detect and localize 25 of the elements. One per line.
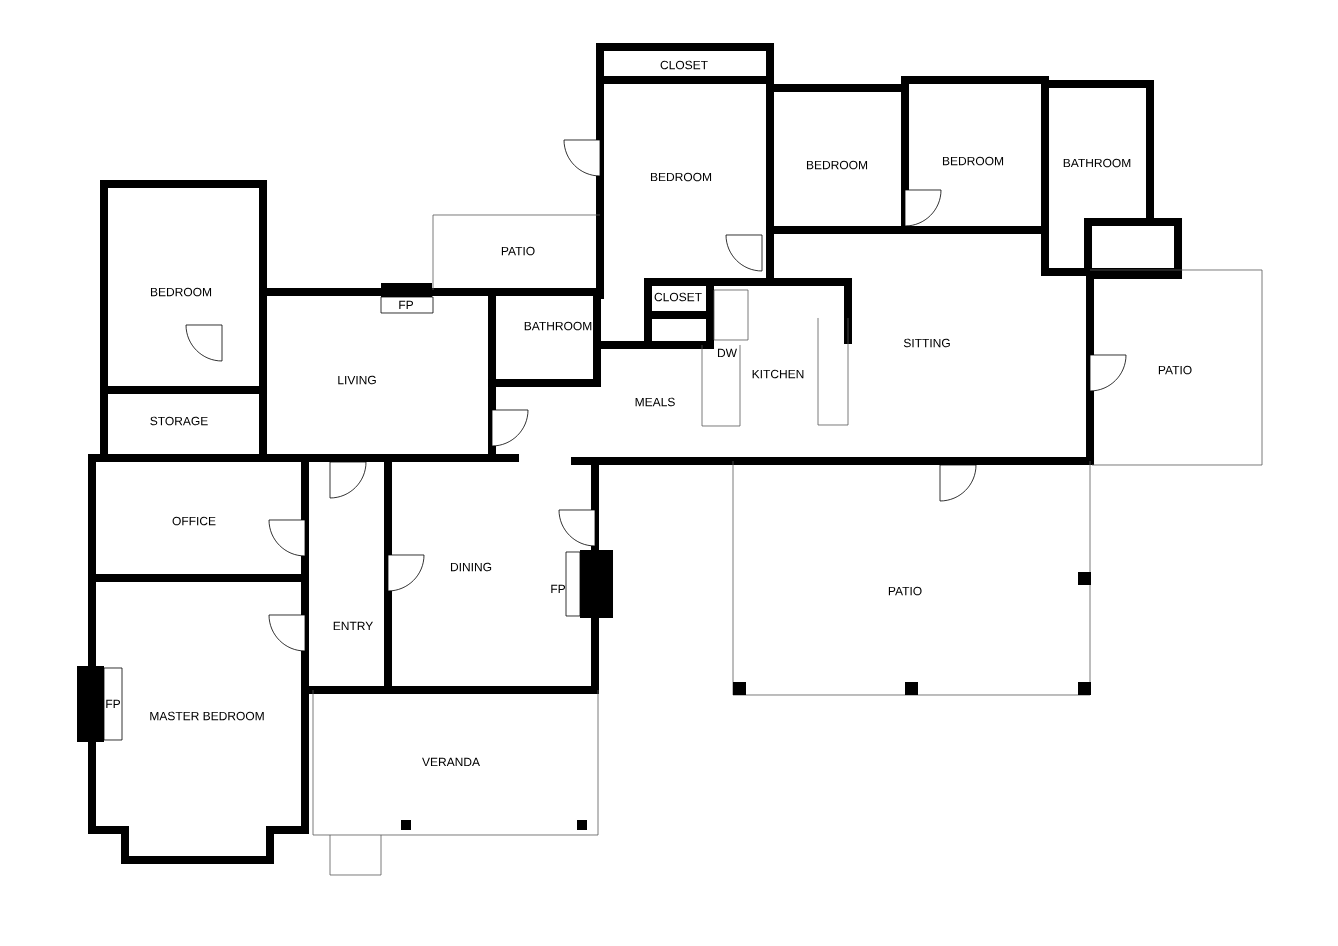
room-label: SITTING xyxy=(903,338,950,348)
room-label: STORAGE xyxy=(150,416,208,426)
room-label: ENTRY xyxy=(333,621,373,631)
fireplace-label: FP xyxy=(399,300,414,310)
room-label: BATHROOM xyxy=(524,321,592,331)
room-label: BEDROOM xyxy=(943,156,1004,166)
room-label: CLOSET xyxy=(654,292,702,302)
room-label: LIVING xyxy=(338,375,376,385)
fireplace-label: FP xyxy=(551,584,566,594)
room-label: BATHROOM xyxy=(1063,158,1131,168)
room-label: KITCHEN xyxy=(752,369,804,379)
room-label: BEDROOM xyxy=(807,160,868,170)
room-label: VERANDA xyxy=(422,757,480,767)
room-label: CLOSET xyxy=(660,60,708,70)
room-label: DINING xyxy=(451,562,492,572)
room-label: MASTER BEDROOM xyxy=(150,711,264,721)
room-label: OFFICE xyxy=(172,516,216,526)
room-label: BEDROOM xyxy=(151,287,212,297)
room-label: BEDROOM xyxy=(651,172,712,182)
room-label: PATIO xyxy=(888,586,922,596)
fireplace-label: FP xyxy=(106,699,121,709)
room-label: PATIO xyxy=(1158,365,1192,375)
appliance-label: DW xyxy=(718,348,737,358)
room-label: PATIO xyxy=(501,246,535,256)
room-label: MEALS xyxy=(635,397,675,407)
